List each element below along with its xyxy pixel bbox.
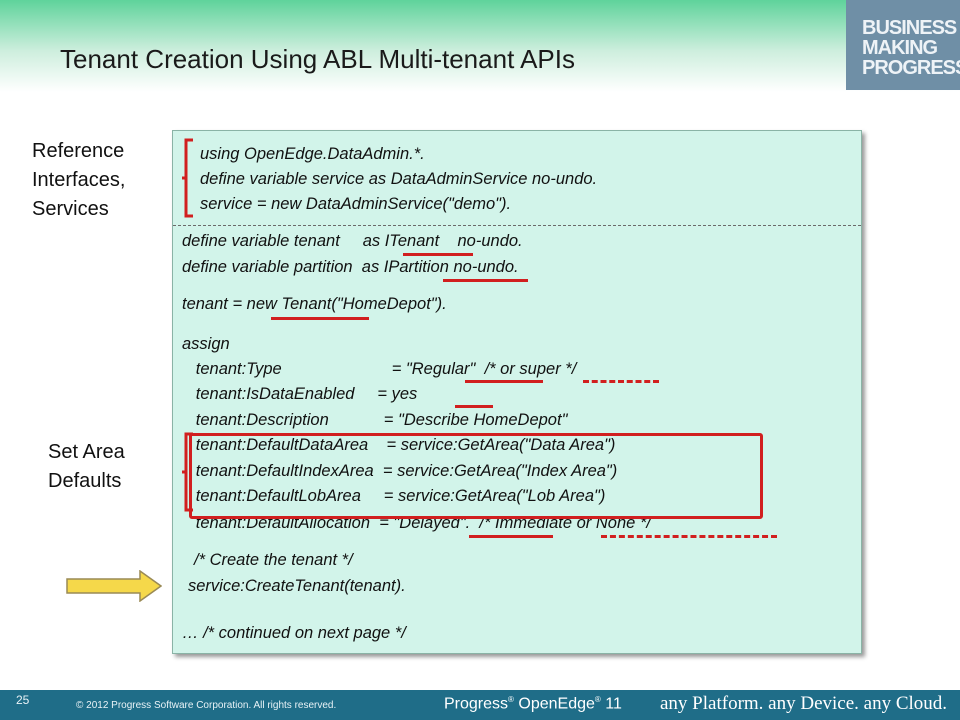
slide-footer: 25 © 2012 Progress Software Corporation.…	[0, 690, 960, 720]
underline-yes	[455, 405, 493, 408]
code-line-6: tenant = new Tenant("HomeDepot").	[182, 295, 447, 313]
logo-line-3: PROGRESS.	[862, 57, 960, 79]
code-line-9: tenant:IsDataEnabled = yes	[182, 385, 418, 403]
underline-or-super	[583, 380, 659, 383]
code-panel: using OpenEdge.DataAdmin.*. define varia…	[172, 130, 862, 654]
business-making-progress-logo: BUSINESS MAKING PROGRESS.	[846, 0, 960, 90]
code-line-1: using OpenEdge.DataAdmin.*.	[200, 145, 425, 163]
underline-delayed	[469, 535, 553, 538]
slogan-text: any Platform. any Device. any Cloud.	[660, 693, 948, 714]
code-line-2: define variable service as DataAdminServ…	[200, 170, 598, 188]
label-set-area-defaults: Set Area Defaults	[48, 441, 125, 492]
arrow-right-icon	[66, 569, 163, 607]
code-line-15: /* Create the tenant */	[194, 551, 353, 569]
underline-ipartition	[443, 279, 528, 282]
code-line-16: service:CreateTenant(tenant).	[188, 577, 406, 595]
brace-area-defaults	[182, 432, 194, 512]
code-line-11: tenant:DefaultDataArea = service:GetArea…	[182, 436, 616, 454]
underline-new-tenant	[271, 317, 369, 320]
code-line-12: tenant:DefaultIndexArea = service:GetAre…	[182, 462, 618, 480]
code-line-7: assign	[182, 335, 230, 353]
code-line-4: define variable tenant as ITenant no-und…	[182, 232, 523, 250]
slide-title: Tenant Creation Using ABL Multi-tenant A…	[60, 44, 575, 74]
code-line-5: define variable partition as IPartition …	[182, 258, 519, 276]
code-separator	[173, 225, 861, 226]
underline-regular	[465, 380, 543, 383]
underline-itenant	[403, 253, 473, 256]
brace-reference	[182, 138, 194, 218]
page-number: 25	[16, 693, 30, 707]
product-brand: Progress® OpenEdge® 11	[444, 695, 622, 713]
code-line-3: service = new DataAdminService("demo").	[200, 195, 512, 213]
code-line-10: tenant:Description = "Describe HomeDepot…	[182, 411, 568, 429]
copyright-text: © 2012 Progress Software Corporation. Al…	[76, 700, 337, 711]
code-line-8: tenant:Type = "Regular" /* or super */	[182, 360, 577, 378]
area-defaults-highlight	[189, 433, 763, 519]
underline-immediate-or-none	[601, 535, 777, 538]
label-reference-interfaces: Reference Interfaces, Services	[32, 140, 126, 220]
slide-header	[0, 0, 960, 92]
code-line-13: tenant:DefaultLobArea = service:GetArea(…	[182, 487, 606, 505]
logo-line-2: MAKING	[862, 37, 938, 59]
code-line-17: … /* continued on next page */	[182, 624, 406, 642]
logo-line-1: BUSINESS	[862, 17, 957, 39]
